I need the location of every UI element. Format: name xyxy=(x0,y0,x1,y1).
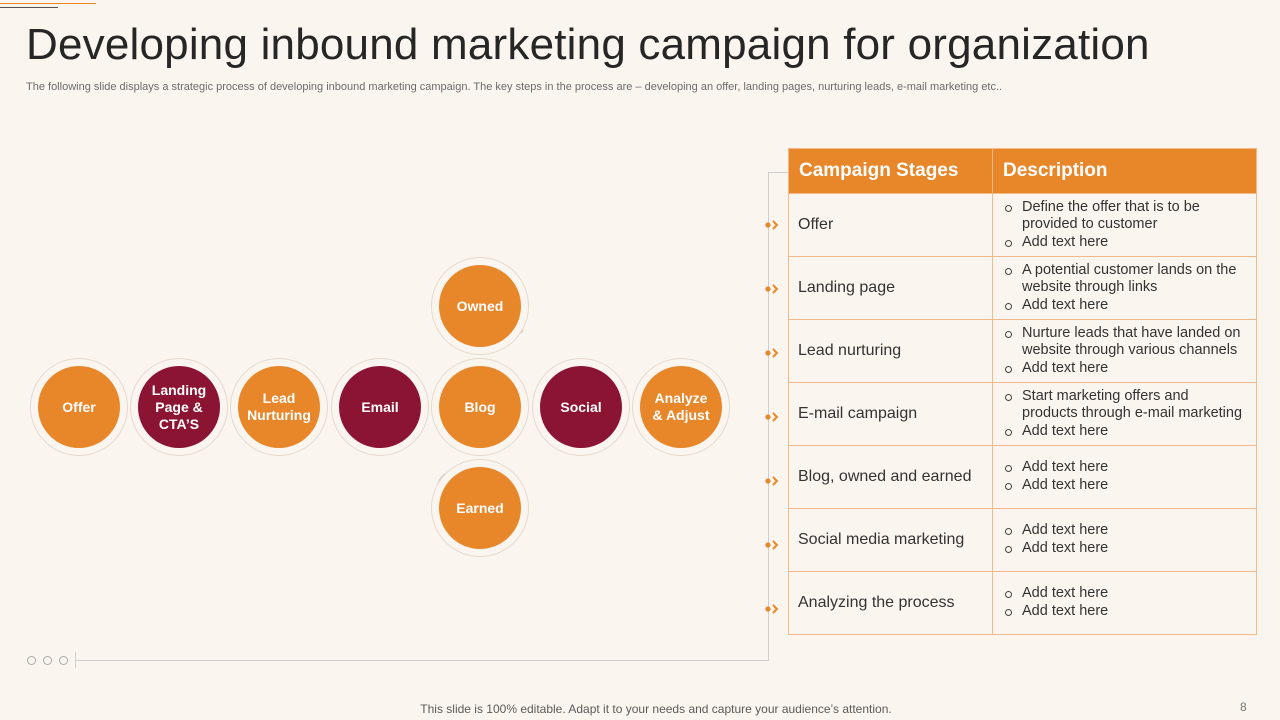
table-row: Lead nurturing Nurture leads that have la… xyxy=(788,319,1257,383)
page-dot xyxy=(27,656,36,665)
stage-cell: Lead nurturing xyxy=(788,319,993,383)
description-point: A potential customer lands on the websit… xyxy=(1003,262,1248,297)
row-chevron-icon xyxy=(765,476,779,486)
description-point: Add text here xyxy=(1003,477,1248,495)
node-lead-nurturing: Lead Nurturing xyxy=(238,366,320,448)
header-campaign-stages: Campaign Stages xyxy=(788,148,993,194)
description-point: Add text here xyxy=(1003,585,1248,603)
description-point: Add text here xyxy=(1003,297,1248,315)
description-list: A potential customer lands on the websit… xyxy=(1003,262,1248,315)
row-chevron-icon xyxy=(765,540,779,550)
node-owned: Owned xyxy=(439,265,521,347)
page-number: 8 xyxy=(1240,700,1247,714)
node-social: Social xyxy=(540,366,622,448)
description-point: Define the offer that is to be provided … xyxy=(1003,199,1248,234)
description-cell: A potential customer lands on the websit… xyxy=(992,256,1257,320)
stage-cell: Offer xyxy=(788,193,993,257)
footer-note: This slide is 100% editable. Adapt it to… xyxy=(420,702,892,716)
description-point: Nurture leads that have landed on websit… xyxy=(1003,325,1248,360)
description-list: Nurture leads that have landed on websit… xyxy=(1003,325,1248,378)
connector-top xyxy=(768,172,788,173)
stage-cell: E-mail campaign xyxy=(788,382,993,446)
description-point: Add text here xyxy=(1003,423,1248,441)
description-cell: Start marketing offers and products thro… xyxy=(992,382,1257,446)
accent-line-dark xyxy=(0,7,58,8)
row-chevron-icon xyxy=(765,348,779,358)
table-row: Landing page A potential customer lands o… xyxy=(788,256,1257,320)
description-point: Add text here xyxy=(1003,522,1248,540)
table-header-row: Campaign Stages Description xyxy=(788,148,1257,194)
connector-line xyxy=(75,660,769,661)
page-dot xyxy=(59,656,68,665)
row-chevron-icon xyxy=(765,412,779,422)
campaign-stages-table: Campaign Stages Description Offer Define … xyxy=(788,148,1257,635)
node-landing-page: Landing Page & CTA’S xyxy=(138,366,220,448)
page-title: Developing inbound marketing campaign fo… xyxy=(26,20,1150,69)
node-analyze-adjust: Analyze & Adjust xyxy=(640,366,722,448)
description-point: Start marketing offers and products thro… xyxy=(1003,388,1248,423)
stage-cell: Analyzing the process xyxy=(788,571,993,635)
description-list: Start marketing offers and products thro… xyxy=(1003,388,1248,441)
row-chevron-icon xyxy=(765,604,779,614)
stage-cell: Social media marketing xyxy=(788,508,993,572)
table-row: Offer Define the offer that is to be prov… xyxy=(788,193,1257,257)
row-chevron-icon xyxy=(765,284,779,294)
node-blog: Blog xyxy=(439,366,521,448)
description-point: Add text here xyxy=(1003,540,1248,558)
description-point: Add text here xyxy=(1003,459,1248,477)
node-email: Email xyxy=(339,366,421,448)
table-row: E-mail campaign Start marketing offers an… xyxy=(788,382,1257,446)
row-chevron-icon xyxy=(765,220,779,230)
accent-line xyxy=(0,3,96,4)
description-cell: Define the offer that is to be provided … xyxy=(992,193,1257,257)
page-dot xyxy=(43,656,52,665)
node-offer: Offer xyxy=(38,366,120,448)
stage-cell: Blog, owned and earned xyxy=(788,445,993,509)
node-earned: Earned xyxy=(439,467,521,549)
description-point: Add text here xyxy=(1003,234,1248,252)
description-list: Define the offer that is to be provided … xyxy=(1003,199,1248,252)
description-cell: Nurture leads that have landed on websit… xyxy=(992,319,1257,383)
page-subtitle: The following slide displays a strategic… xyxy=(26,81,1003,93)
stage-cell: Landing page xyxy=(788,256,993,320)
description-point: Add text here xyxy=(1003,603,1248,621)
header-description: Description xyxy=(992,148,1257,194)
description-point: Add text here xyxy=(1003,360,1248,378)
